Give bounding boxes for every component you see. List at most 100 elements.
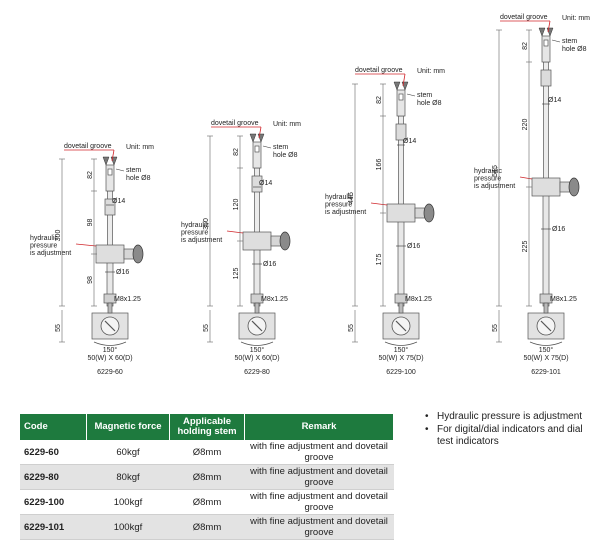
rod-thread-stud (254, 302, 260, 314)
stem-hole (543, 39, 549, 47)
base-size-label: 50(W) X 60(D) (234, 355, 279, 362)
hydraulic-leader (226, 230, 244, 234)
stem-label: stem (273, 144, 288, 151)
cell-remark: with fine adjustment and dovetail groove (244, 464, 394, 490)
stem-clamp-lever (257, 133, 265, 143)
top-segment-label: 82 (87, 171, 94, 179)
upper-diameter-label: Ø14 (548, 97, 561, 104)
lower-diameter-label: Ø16 (407, 243, 420, 250)
cell-force: 80kgf (86, 464, 170, 490)
middle-segment-label: 166 (376, 159, 383, 171)
hydraulic-label-line: hydraulic (474, 168, 503, 175)
stem-holder (541, 35, 551, 63)
note-item: •Hydraulic pressure is adjustment (425, 411, 595, 424)
upper-diameter-label: Ø14 (259, 180, 272, 187)
table-row: 6229-60 60kgf Ø8mm with fine adjustment … (20, 440, 394, 465)
top-segment-label: 82 (522, 42, 529, 50)
hydraulic-label-line: pressure (181, 230, 208, 237)
total-height-label: 350 (203, 218, 210, 230)
unit-label: Unit: mm (417, 68, 445, 75)
base-height-label: 55 (203, 324, 210, 332)
thread-label: M8x1.25 (261, 296, 288, 303)
v-groove-arc (384, 341, 418, 346)
clamp-block (386, 203, 416, 223)
stem-clamp-lever (249, 133, 257, 143)
upper-collar (540, 69, 552, 87)
hydraulic-label-line: hydraulic (30, 235, 59, 242)
rod-thread-stud (543, 302, 549, 314)
total-height-label: 300 (55, 230, 62, 242)
cell-force: 100kgf (113, 496, 143, 508)
hydraulic-label-line: pressure (30, 243, 57, 250)
upper-diameter-label: Ø14 (112, 198, 125, 205)
stem-clamp-lever (393, 81, 401, 91)
upper-diameter-label: Ø14 (403, 138, 416, 145)
stem-label: stem (417, 92, 432, 99)
stem-clamp-lever (538, 27, 546, 37)
stem-hole (107, 168, 113, 176)
stem-label: stem (562, 38, 577, 45)
lower-segment-label: 225 (522, 241, 529, 253)
hydraulic-leader (519, 176, 533, 180)
unit-label: Unit: mm (126, 144, 154, 151)
clamp-block (242, 231, 272, 251)
base-height-label: 55 (348, 324, 355, 332)
groove-leader (258, 126, 262, 139)
model-label: 6229-60 (97, 369, 123, 376)
stem-leader (406, 93, 416, 97)
lower-rod (397, 220, 405, 307)
thread-label: M8x1.25 (114, 296, 141, 303)
hole-diameter-label: hole Ø8 (562, 46, 587, 53)
lower-diameter-label: Ø16 (552, 226, 565, 233)
hydraulic-leader (75, 243, 97, 247)
v-groove-arc (529, 341, 563, 346)
stem-leader (262, 145, 272, 149)
stem-clamp-lever (110, 156, 118, 166)
model-label: 6229-80 (244, 369, 270, 376)
model-label: 6229-101 (531, 369, 561, 376)
spec-table: Code Magnetic force Applicable holding s… (20, 414, 394, 540)
middle-segment-label: 220 (522, 119, 529, 131)
clamp-block (531, 177, 561, 197)
stem-clamp-lever (401, 81, 409, 91)
stem-hole (398, 93, 404, 101)
stem-leader (551, 39, 561, 43)
stem-clamp-lever (102, 156, 110, 166)
cell-stem: Ø8mm (192, 496, 222, 508)
clamp-screw (559, 181, 571, 193)
total-height-label: 445 (348, 192, 355, 204)
hydraulic-label-line: pressure (474, 176, 501, 183)
lower-segment-label: 175 (376, 254, 383, 266)
note-text: For digital/dial indicators and dial tes… (437, 423, 583, 448)
base-switch-marker (540, 320, 552, 332)
lower-diameter-label: Ø16 (263, 261, 276, 268)
clamp-screw (414, 207, 426, 219)
table-row: 6229-101 100kgf Ø8mm with fine adjustmen… (20, 514, 394, 540)
groove-leader (402, 73, 406, 87)
hole-diameter-label: hole Ø8 (126, 175, 151, 182)
dovetail-groove-label: dovetail groove (500, 14, 548, 21)
cell-code: 6229-80 (20, 464, 87, 490)
fine-adjustment-knob (132, 244, 144, 264)
fine-adjustment-knob (423, 203, 435, 223)
hydraulic-label-line: is adjustment (325, 209, 366, 216)
middle-segment-label: 120 (233, 199, 240, 211)
feature-notes: •Hydraulic pressure is adjustment •For d… (425, 411, 595, 449)
v-angle-label: 150° (250, 346, 265, 354)
cell-stem: Ø8mm (192, 446, 222, 458)
base-switch-marker (251, 320, 263, 332)
header-remark: Remark (244, 414, 394, 440)
upper-collar (104, 198, 116, 216)
lower-diameter-label: Ø16 (116, 269, 129, 276)
thread-label: M8x1.25 (405, 296, 432, 303)
base-size-label: 50(W) X 75(D) (523, 355, 568, 362)
stem-holder (105, 164, 115, 192)
header-magnetic-force: Magnetic force (86, 414, 170, 440)
dovetail-groove-label: dovetail groove (211, 120, 259, 127)
cell-code: 6229-101 (20, 514, 87, 540)
